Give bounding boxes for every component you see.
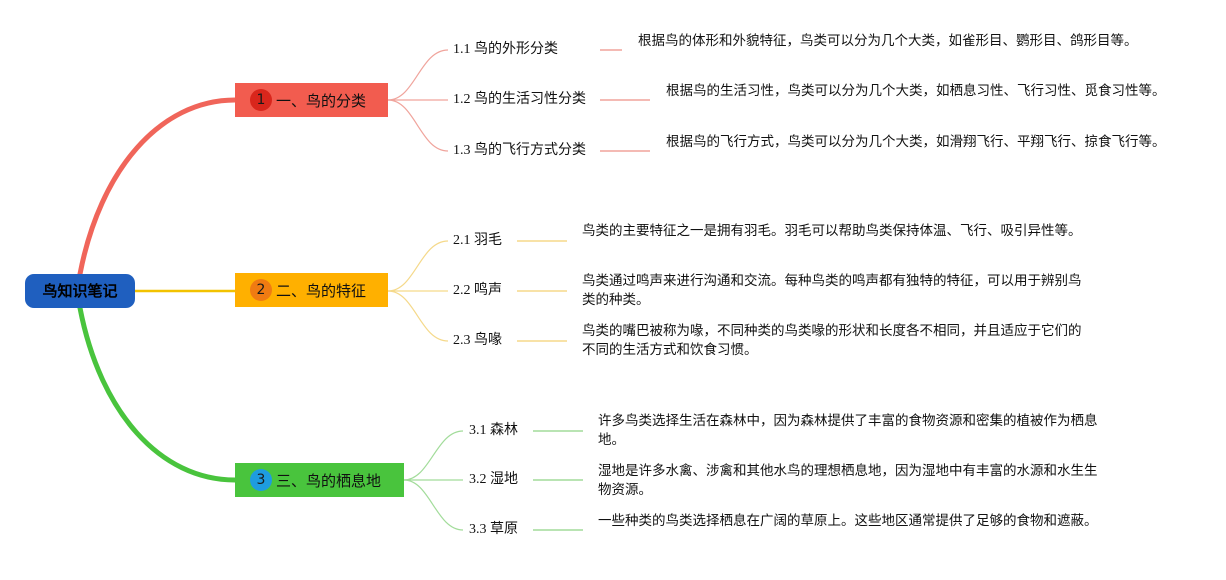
subtopic-node-2-2[interactable]: 2.2 鸣声 xyxy=(453,283,502,298)
description-node-2-3[interactable]: 鸟类的嘴巴被称为喙，不同种类的鸟类喙的形状和长度各不相同，并且适应于它们的不同的… xyxy=(582,323,1082,358)
description-node-1-1[interactable]: 根据鸟的体形和外貌特征，鸟类可以分为几个大类，如雀形目、鹦形目、鸽形目等。 xyxy=(638,33,1138,49)
branch-3-to-child-3 xyxy=(403,479,464,531)
description-node-1-2[interactable]: 根据鸟的生活习性，鸟类可以分为几个大类，如栖息习性、飞行习性、觅食习性等。 xyxy=(666,83,1166,99)
number-badge-1: 1 xyxy=(250,89,272,111)
description-node-2-1[interactable]: 鸟类的主要特征之一是拥有羽毛。羽毛可以帮助鸟类保持体温、飞行、吸引异性等。 xyxy=(582,223,1082,239)
description-node-1-3[interactable]: 根据鸟的飞行方式，鸟类可以分为几个大类，如滑翔飞行、平翔飞行、掠食飞行等。 xyxy=(666,134,1166,150)
subtopic-node-1-2[interactable]: 1.2 鸟的生活习性分类 xyxy=(453,92,586,107)
description-node-3-2[interactable]: 湿地是许多水禽、涉禽和其他水鸟的理想栖息地，因为湿地中有丰富的水源和水生生物资源… xyxy=(598,463,1098,498)
description-node-3-3[interactable]: 一些种类的鸟类选择栖息在广阔的草原上。这些地区通常提供了足够的食物和遮蔽。 xyxy=(598,513,1098,529)
branch-node-habitat[interactable]: 3 三、鸟的栖息地 xyxy=(235,463,404,497)
branch-node-classification[interactable]: 1 一、鸟的分类 xyxy=(235,83,388,117)
subtopic-node-1-3[interactable]: 1.3 鸟的飞行方式分类 xyxy=(453,143,586,158)
description-node-2-2[interactable]: 鸟类通过鸣声来进行沟通和交流。每种鸟类的鸣声都有独特的特征，可以用于辨别鸟类的种… xyxy=(582,273,1082,308)
branch-label: 二、鸟的特征 xyxy=(276,281,367,300)
branch-2-to-child-1 xyxy=(387,240,449,292)
root-to-branch-1 xyxy=(77,97,238,277)
root-node[interactable]: 鸟知识笔记 xyxy=(25,274,135,308)
description-node-3-1[interactable]: 许多鸟类选择生活在森林中，因为森林提供了丰富的食物资源和密集的植被作为栖息地。 xyxy=(598,413,1098,448)
subtopic-node-2-3[interactable]: 2.3 鸟喙 xyxy=(453,333,502,348)
branch-label: 一、鸟的分类 xyxy=(276,91,367,110)
branch-3-to-child-1 xyxy=(403,430,464,481)
branch-label: 三、鸟的栖息地 xyxy=(276,471,382,490)
subtopic-node-3-1[interactable]: 3.1 森林 xyxy=(469,423,518,438)
subtopic-node-2-1[interactable]: 2.1 羽毛 xyxy=(453,233,502,248)
subtopic-node-3-3[interactable]: 3.3 草原 xyxy=(469,522,518,537)
number-badge-3: 3 xyxy=(250,469,272,491)
subtopic-node-3-2[interactable]: 3.2 湿地 xyxy=(469,472,518,487)
root-to-branch-3 xyxy=(77,305,238,483)
branch-1-to-child-1 xyxy=(387,49,449,101)
branch-node-features[interactable]: 2 二、鸟的特征 xyxy=(235,273,388,307)
branch-2-to-child-3 xyxy=(387,290,449,342)
branch-1-to-child-3 xyxy=(387,99,449,152)
number-badge-2: 2 xyxy=(250,279,272,301)
subtopic-node-1-1[interactable]: 1.1 鸟的外形分类 xyxy=(453,42,558,57)
